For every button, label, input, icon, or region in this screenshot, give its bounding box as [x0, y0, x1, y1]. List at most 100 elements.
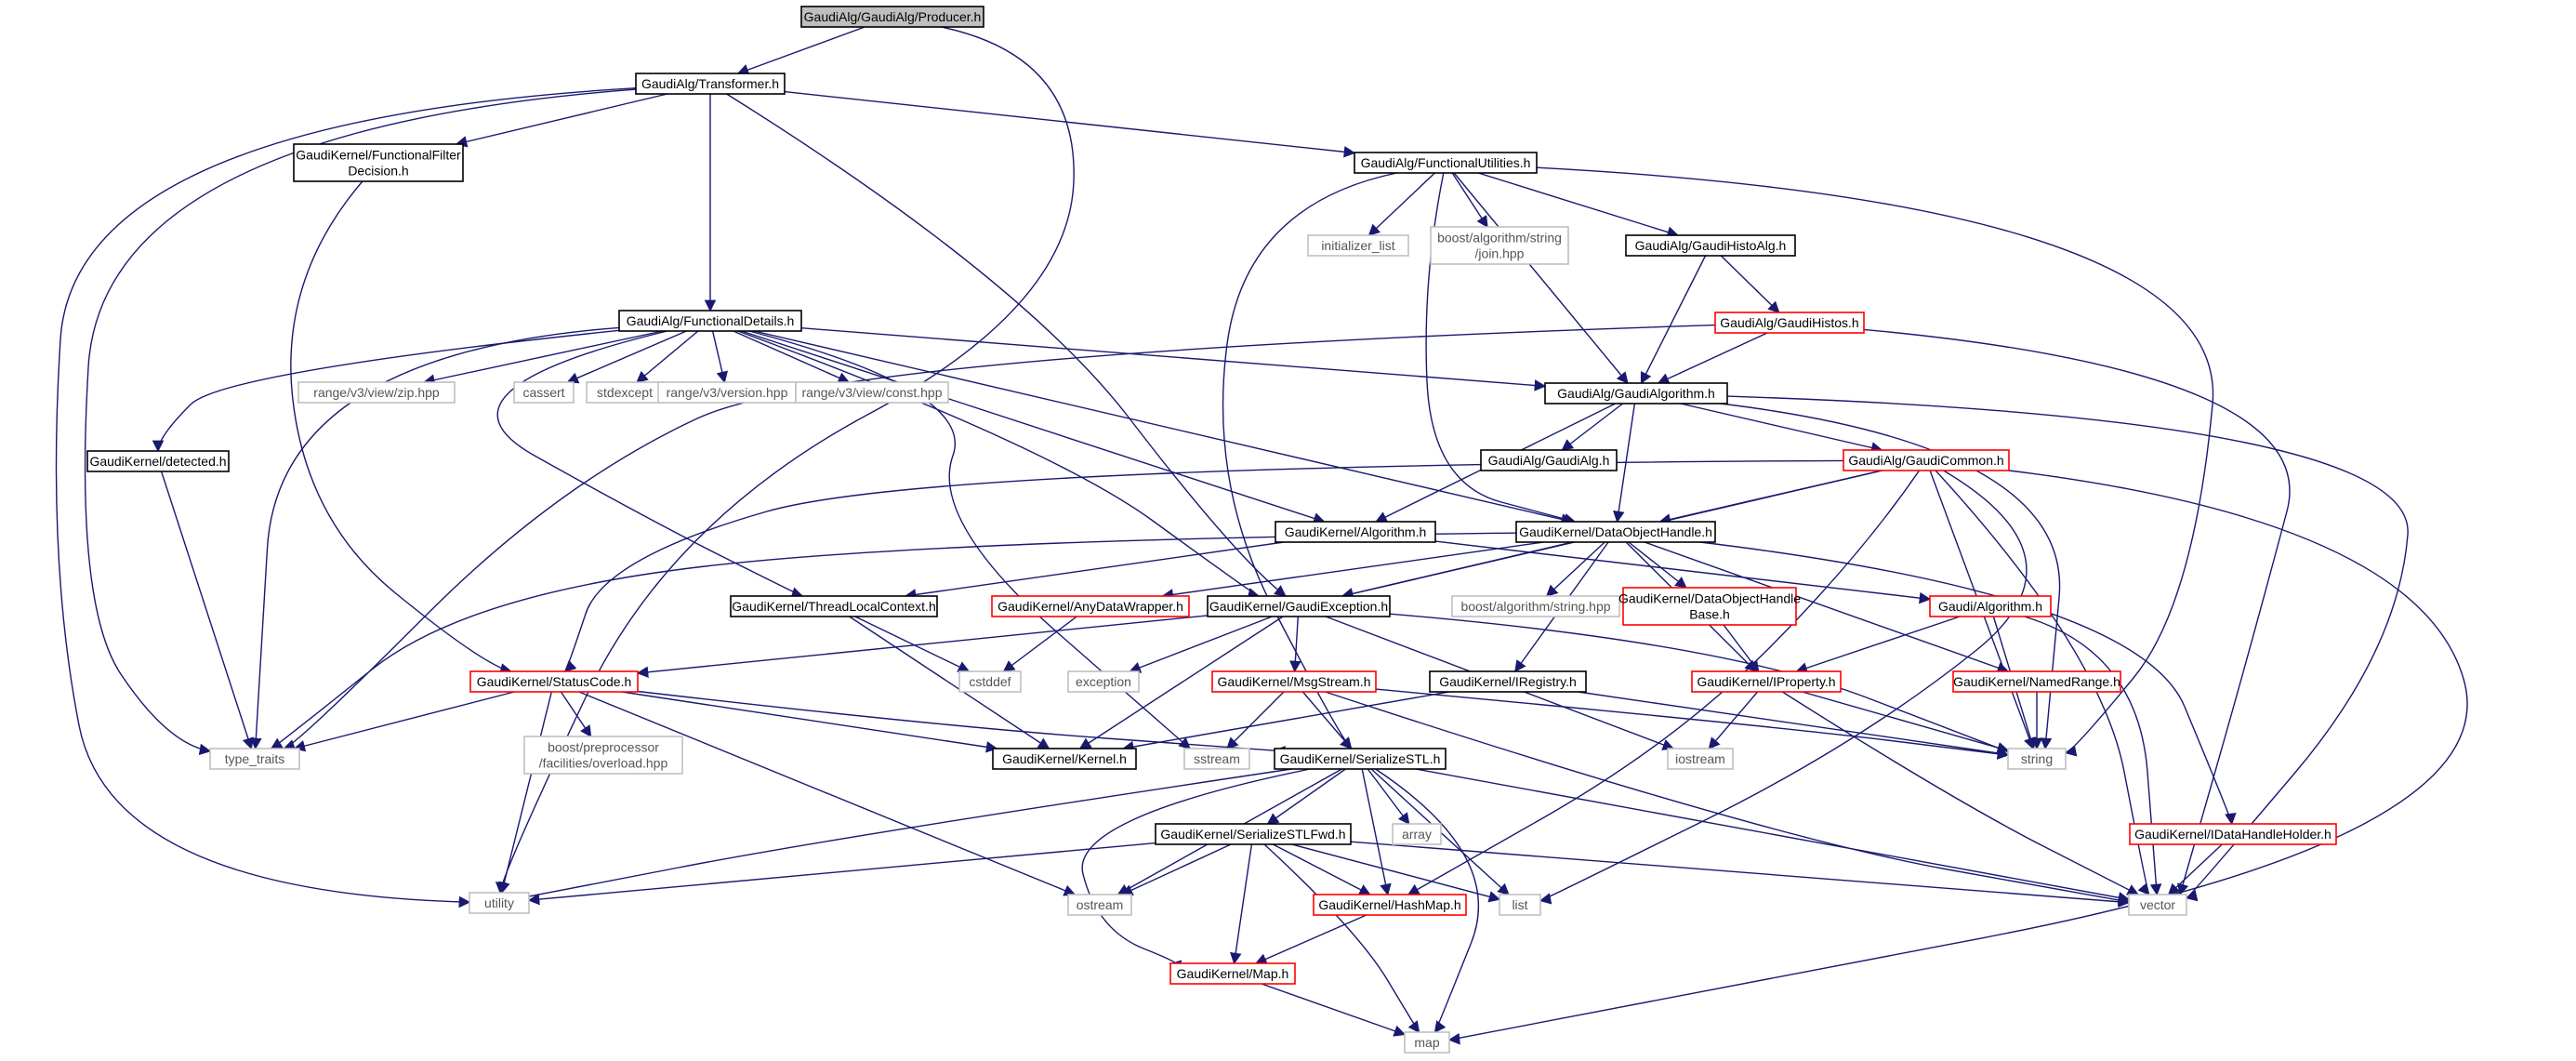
edge-dataobjhandle-to-idatahandleholder	[1699, 541, 2237, 826]
node-namedrange[interactable]: GaudiKernel/NamedRange.h	[1952, 670, 2121, 693]
edge-msgstream-to-vector	[1325, 691, 2131, 907]
edge-funcdetails-to-typetraits	[250, 326, 620, 750]
node-sstream: sstream	[1183, 748, 1250, 770]
edge-gaudiexception-to-msgstream	[1289, 616, 1301, 673]
nodes-layer: GaudiAlg/GaudiAlg/Producer.hGaudiAlg/Tra…	[86, 6, 2337, 1054]
edge-funcdetails-to-gaudialgorithm	[800, 327, 1547, 391]
node-funcdetails[interactable]: GaudiAlg/FunctionalDetails.h	[618, 310, 802, 332]
node-label: list	[1512, 897, 1527, 912]
node-label: cstddef	[969, 674, 1011, 689]
edge-statuscode-to-ostream	[578, 691, 1077, 896]
edge-dataobjhandle-to-namedrange	[1644, 541, 2010, 674]
edge-serializestl-to-serializestlfwd	[1266, 768, 1346, 825]
node-box	[1155, 823, 1352, 845]
node-threadlocal[interactable]: GaudiKernel/ThreadLocalContext.h	[730, 595, 938, 617]
node-label: GaudiKernel/MsgStream.h	[1218, 674, 1371, 689]
edge-serializestl-to-map	[1375, 768, 1480, 1034]
node-funcutil[interactable]: GaudiAlg/FunctionalUtilities.h	[1354, 152, 1538, 174]
node-ostream: ostream	[1067, 894, 1132, 916]
node-box	[991, 595, 1190, 617]
edge-funcutil-to-initlist	[1367, 172, 1435, 236]
node-kernel[interactable]: GaudiKernel/Kernel.h	[992, 748, 1137, 770]
node-box	[1404, 1031, 1450, 1054]
edge-iregistry-to-kernel	[1121, 691, 1449, 753]
node-label: GaudiKernel/SerializeSTL.h	[1280, 751, 1441, 766]
node-label: GaudiAlg/GaudiAlgorithm.h	[1557, 386, 1715, 401]
edge-dataobjhandle-to-gaudiexception	[1341, 541, 1573, 600]
node-label: GaudiKernel/Kernel.h	[1002, 751, 1127, 766]
node-anydatawrapper[interactable]: GaudiKernel/AnyDataWrapper.h	[991, 595, 1190, 617]
edge-serializestlfwd-to-utility	[527, 842, 1156, 906]
node-box	[730, 595, 938, 617]
edge-msgstream-to-string	[1375, 688, 2010, 760]
node-dataobjhandle[interactable]: GaudiKernel/DataObjectHandle.h	[1515, 521, 1716, 543]
node-label: GaudiKernel/FunctionalFilter	[296, 148, 461, 163]
edge-kalgorithm-to-threadlocal	[904, 541, 1284, 601]
edge-gaudiexception-to-kernel	[1078, 616, 1284, 749]
edge-msgstream-to-serializestl	[1301, 691, 1353, 749]
node-label: GaudiAlg/GaudiAlg/Producer.h	[804, 9, 982, 24]
node-gaudihistos[interactable]: GaudiAlg/GaudiHistos.h	[1714, 312, 1865, 334]
edge-gaudicommon-to-list	[1539, 470, 2028, 905]
node-label: GaudiKernel/Map.h	[1177, 966, 1289, 981]
node-label: GaudiKernel/HashMap.h	[1318, 897, 1460, 912]
node-idatahandleholder[interactable]: GaudiKernel/IDataHandleHolder.h	[2129, 823, 2337, 845]
node-detected[interactable]: GaudiKernel/detected.h	[86, 450, 230, 472]
edge-serializestlfwd-to-ostream	[1120, 843, 1232, 895]
edge-gaudialgorithm-to-vector	[1726, 395, 2409, 902]
node-exception: exception	[1067, 670, 1140, 693]
edge-dataobjhandle-to-dohbase	[1628, 541, 1687, 589]
node-hashmap[interactable]: GaudiKernel/HashMap.h	[1313, 894, 1467, 916]
node-label: sstream	[1194, 751, 1240, 766]
node-kalgorithm[interactable]: GaudiKernel/Algorithm.h	[1275, 521, 1436, 543]
edge-threadlocal-to-cstddef	[854, 616, 971, 672]
node-box	[1515, 521, 1716, 543]
node-label: iostream	[1675, 751, 1725, 766]
node-gaudiexception[interactable]: GaudiKernel/GaudiException.h	[1207, 595, 1391, 617]
edge-anydatawrapper-to-cstddef	[1002, 616, 1077, 672]
node-label: GaudiAlg/FunctionalDetails.h	[627, 313, 795, 328]
node-label: GaudiKernel/DataObjectHandle.h	[1519, 524, 1712, 539]
edge-statuscode-to-serializestl	[637, 690, 1286, 758]
edge-serializestl-to-map_h	[1081, 768, 1311, 972]
node-box	[469, 670, 639, 693]
edge-iproperty-to-vector	[1781, 691, 2140, 895]
node-iregistry[interactable]: GaudiKernel/IRegistry.h	[1429, 670, 1587, 693]
node-map_h[interactable]: GaudiKernel/Map.h	[1169, 962, 1296, 985]
node-statuscode[interactable]: GaudiKernel/StatusCode.h	[469, 670, 639, 693]
edge-funcutil-to-gaudihistoalg	[1477, 172, 1680, 238]
edge-gaudialgorithm-to-gaudicommon	[1680, 403, 1883, 454]
node-box	[1929, 595, 2052, 617]
node-box	[2129, 823, 2337, 845]
node-transformer[interactable]: GaudiAlg/Transformer.h	[635, 73, 786, 95]
node-box	[1183, 748, 1250, 770]
node-gaudihistoalg[interactable]: GaudiAlg/GaudiHistoAlg.h	[1625, 234, 1796, 257]
edge-serializestlfwd-to-map_h	[1230, 843, 1253, 965]
node-gaudialgh[interactable]: GaudiAlg/GaudiAlg.h	[1480, 449, 1618, 471]
node-box	[1622, 587, 1797, 626]
edge-funcdetails-to-rv3const	[733, 330, 851, 384]
node-label: GaudiKernel/IDataHandleHolder.h	[2134, 827, 2332, 842]
node-label: vector	[2140, 897, 2175, 912]
node-gaudialgorithm[interactable]: GaudiAlg/GaudiAlgorithm.h	[1544, 382, 1728, 405]
node-iproperty[interactable]: GaudiKernel/IProperty.h	[1691, 670, 1842, 693]
edge-funcutil-to-boostjoin	[1451, 172, 1488, 229]
node-serializestlfwd[interactable]: GaudiKernel/SerializeSTLFwd.h	[1155, 823, 1352, 845]
node-label: range/v3/view/const.hpp	[802, 385, 943, 400]
node-producer[interactable]: GaudiAlg/GaudiAlg/Producer.h	[800, 6, 984, 28]
node-box	[635, 73, 786, 95]
edge-funcdetails-to-rv3zip	[423, 330, 663, 386]
node-box	[1714, 312, 1865, 334]
node-box	[1451, 595, 1620, 617]
node-box	[469, 892, 530, 914]
node-msgstream[interactable]: GaudiKernel/MsgStream.h	[1211, 670, 1377, 693]
node-box	[209, 748, 300, 770]
node-serializestl[interactable]: GaudiKernel/SerializeSTL.h	[1274, 748, 1447, 770]
node-gaudicommon[interactable]: GaudiAlg/GaudiCommon.h	[1843, 449, 2010, 471]
node-gaudialgorithm2[interactable]: Gaudi/Algorithm.h	[1929, 595, 2052, 617]
edge-serializestl-to-hashmap	[1361, 768, 1392, 896]
edge-dataobjhandle-to-anydatawrapper	[1161, 541, 1544, 601]
edge-detected-to-typetraits	[160, 471, 254, 750]
